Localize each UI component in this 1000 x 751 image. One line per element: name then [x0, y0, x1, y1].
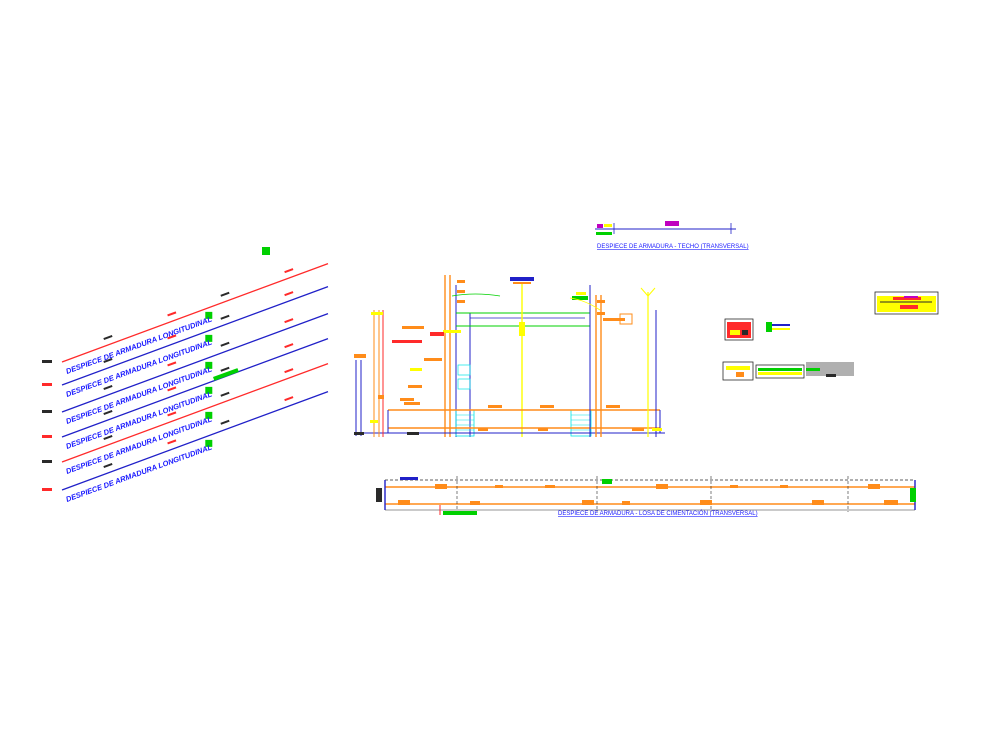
roof-detail-title: DESPIECE DE ARMADURA - TECHO (TRANSVERSA… — [597, 244, 749, 250]
green-tag-icon — [205, 361, 213, 369]
small-section-details — [722, 291, 939, 381]
longitudinal-rebar-details: DESPIECE DE ARMADURA LONGITUDINAL DESPIEC… — [42, 247, 329, 504]
longitudinal-detail-title: DESPIECE DE ARMADURA LONGITUDINAL — [65, 442, 214, 504]
roof-bar-mark-icon — [597, 224, 603, 228]
detail-box-right — [874, 291, 939, 315]
green-tag-icon — [205, 334, 213, 342]
roof-transverse-detail: DESPIECE DE ARMADURA - TECHO (TRANSVERSA… — [595, 221, 749, 250]
green-tag-icon — [205, 311, 213, 319]
roof-bar-center-mark-icon — [665, 221, 679, 226]
slab-detail-title: DESPIECE DE ARMADURA - LOSA DE CIMENTACI… — [558, 510, 758, 517]
longitudinal-rebar-row: DESPIECE DE ARMADURA LONGITUDINAL — [42, 390, 329, 504]
roof-bar-green-tag-icon — [596, 232, 612, 235]
section-elevation — [354, 275, 665, 437]
green-tag-icon — [205, 411, 213, 419]
green-tag-icon — [205, 386, 213, 394]
longitudinal-rebar-row: DESPIECE DE ARMADURA LONGITUDINAL — [42, 262, 329, 376]
foundation-slab-transverse-detail: DESPIECE DE ARMADURA - LOSA DE CIMENTACI… — [376, 476, 916, 517]
green-tag-icon — [213, 368, 239, 381]
roof-bar-label-tag — [604, 224, 612, 227]
green-tag-icon — [205, 439, 213, 447]
green-tag-icon — [262, 247, 270, 255]
